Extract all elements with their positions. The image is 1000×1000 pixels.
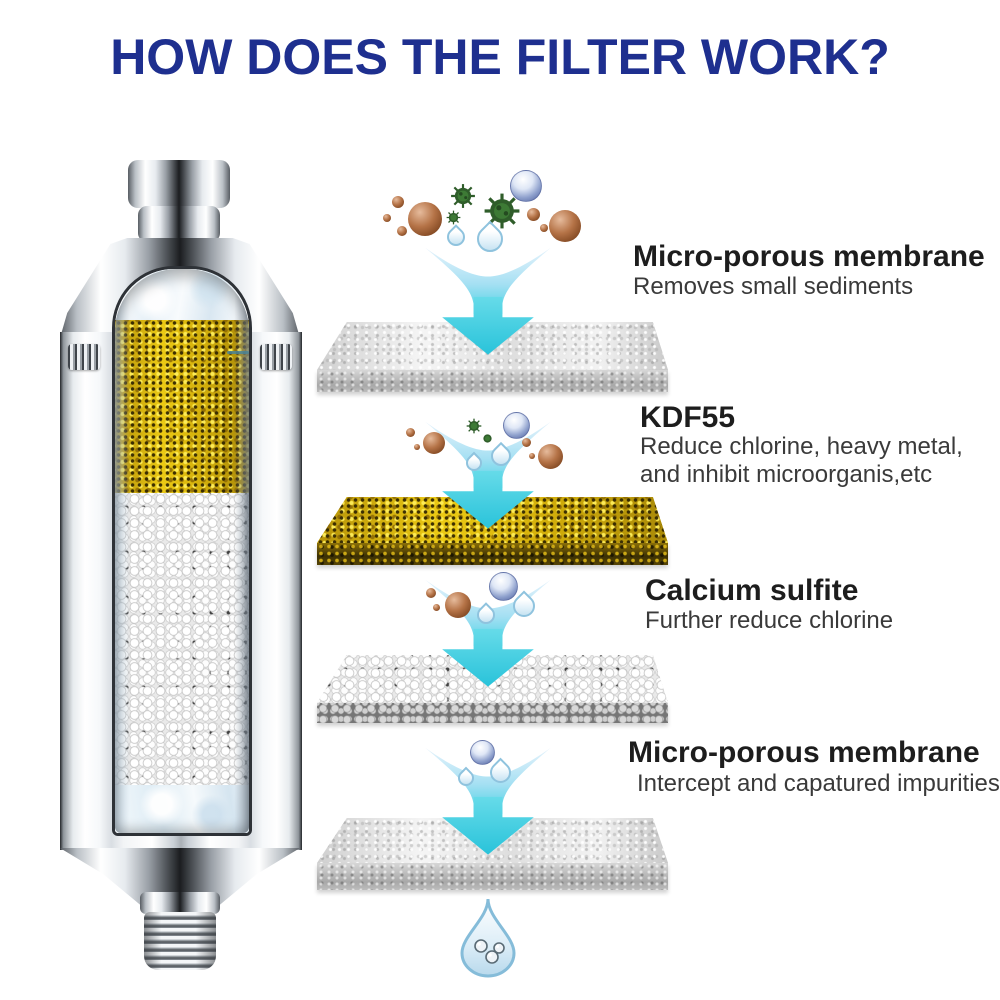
- stage-3-title: Calcium sulfite: [645, 574, 859, 607]
- page-title: HOW DOES THE FILTER WORK?: [110, 29, 890, 85]
- knurl-ring-left: [68, 344, 100, 370]
- membrane-fluff-top-layer: [115, 269, 249, 320]
- kdf-slab-front: [317, 543, 668, 565]
- sediment-particle-icon: [540, 224, 548, 232]
- stage-4-title: Micro-porous membrane: [628, 736, 980, 769]
- mineral-particle-icon: [489, 572, 518, 601]
- calcium-sulfite-balls-layer: [115, 493, 249, 785]
- sediment-particle-icon: [426, 588, 436, 598]
- sediment-particle-icon: [527, 208, 540, 221]
- sediment-particle-icon: [408, 202, 442, 236]
- membrane-slab-front: [317, 370, 668, 392]
- sediment-particle-icon: [538, 444, 563, 469]
- stage-2-title: KDF55: [640, 401, 736, 434]
- flow-arrow-icon: [425, 421, 551, 529]
- kdf55-media-layer: [115, 320, 249, 493]
- mineral-particle-icon: [503, 412, 530, 439]
- microbe-icon: [483, 192, 521, 230]
- sediment-particle-icon: [414, 444, 420, 450]
- stage-1-description: Removes small sediments: [633, 273, 914, 300]
- sediment-particle-icon: [529, 453, 535, 459]
- fill-level-mark: [227, 351, 249, 354]
- calcium-slab-front: [317, 703, 668, 723]
- sediment-particle-icon: [445, 592, 471, 618]
- membrane-fluff-bottom-layer: [115, 785, 249, 833]
- microbe-icon: [482, 433, 493, 444]
- sediment-particle-icon: [549, 210, 581, 242]
- microbe-icon: [446, 210, 461, 225]
- stage-3-description: Further reduce chlorine: [645, 607, 894, 634]
- membrane-slab-front: [317, 863, 668, 890]
- flow-arrow-icon: [425, 747, 551, 855]
- stage-4-description: Intercept and capatured impurities: [637, 770, 1000, 797]
- stage-2-description: Reduce chlorine, heavy metal, and inhibi…: [640, 433, 963, 488]
- microbe-icon: [466, 418, 482, 434]
- flow-arrow-icon: [425, 247, 551, 355]
- mineral-particle-icon: [510, 170, 542, 202]
- stage-1-title: Micro-porous membrane: [633, 240, 985, 273]
- filter-cutaway-window: [112, 266, 252, 836]
- sediment-particle-icon: [522, 438, 531, 447]
- sediment-particle-icon: [383, 214, 391, 222]
- threaded-connector: [144, 912, 216, 970]
- clean-water-droplet-icon: [460, 898, 516, 978]
- sediment-particle-icon: [433, 604, 440, 611]
- filter-top-cap: [128, 160, 230, 208]
- filter-cap-neck: [138, 206, 220, 242]
- sediment-particle-icon: [392, 196, 404, 208]
- mineral-particle-icon: [470, 740, 495, 765]
- microbe-icon: [450, 183, 476, 209]
- sediment-particle-icon: [397, 226, 407, 236]
- connector-collar: [140, 892, 220, 914]
- sediment-particle-icon: [423, 432, 445, 454]
- knurl-ring-right: [260, 344, 292, 370]
- sediment-particle-icon: [406, 428, 415, 437]
